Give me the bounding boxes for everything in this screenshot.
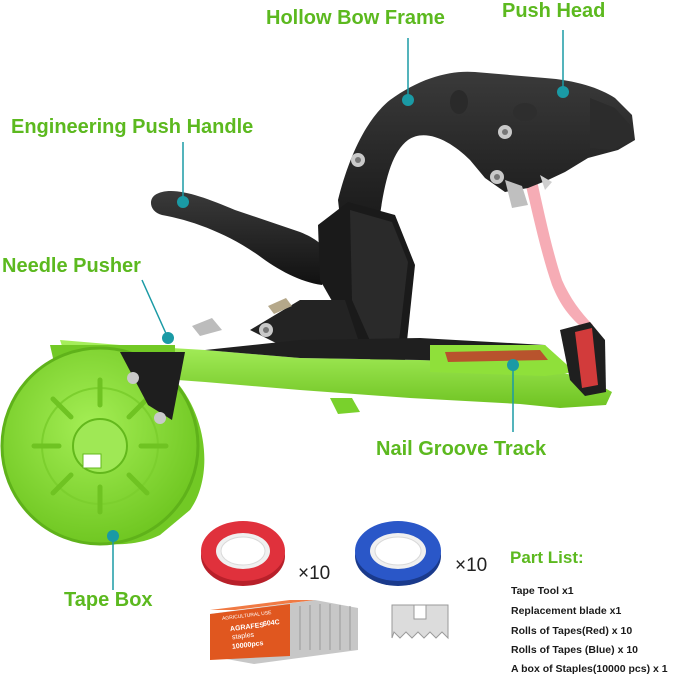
needle-pusher-dot [162,332,174,344]
staple-box [210,600,358,664]
needle-pusher-line [141,279,169,339]
blue-tape-roll [355,521,441,586]
callout-dots [107,86,569,542]
needle-pusher-label: Needle Pusher [2,255,141,277]
bow-frame [338,71,635,265]
blue-tape-quantity: ×10 [455,555,488,576]
push-head-dot [557,86,569,98]
red-tape-roll [201,521,285,586]
part-list-item: A box of Staples(10000 pcs) x 1 [511,663,668,675]
engineering-push-handle-label: Engineering Push Handle [11,116,254,138]
part-list-title: Part List: [510,548,584,567]
push-handle [150,190,415,362]
nail-groove-dot [507,359,519,371]
red-tape-quantity: ×10 [298,563,331,584]
tape-strip [524,176,593,330]
base-track [60,322,612,414]
hollow-bow-frame-label: Hollow Bow Frame [266,7,445,29]
part-list-item: Tape Tool x1 [511,585,574,597]
bow-frame-dot [402,94,414,106]
part-list-item: Rolls of Tapes(Red) x 10 [511,625,633,637]
callout-lines [112,30,564,590]
tape-box-reel [0,345,205,546]
tape-box-dot [107,530,119,542]
replacement-blade [391,604,449,640]
part-list-item: Rolls of Tapes (Blue) x 10 [511,644,638,656]
nail-groove-track-label: Nail Groove Track [376,438,547,460]
push-head-label: Push Head [502,0,606,22]
part-list-item: Replacement blade x1 [511,605,622,617]
tape-box-label: Tape Box [64,589,153,611]
handle-dot [177,196,189,208]
